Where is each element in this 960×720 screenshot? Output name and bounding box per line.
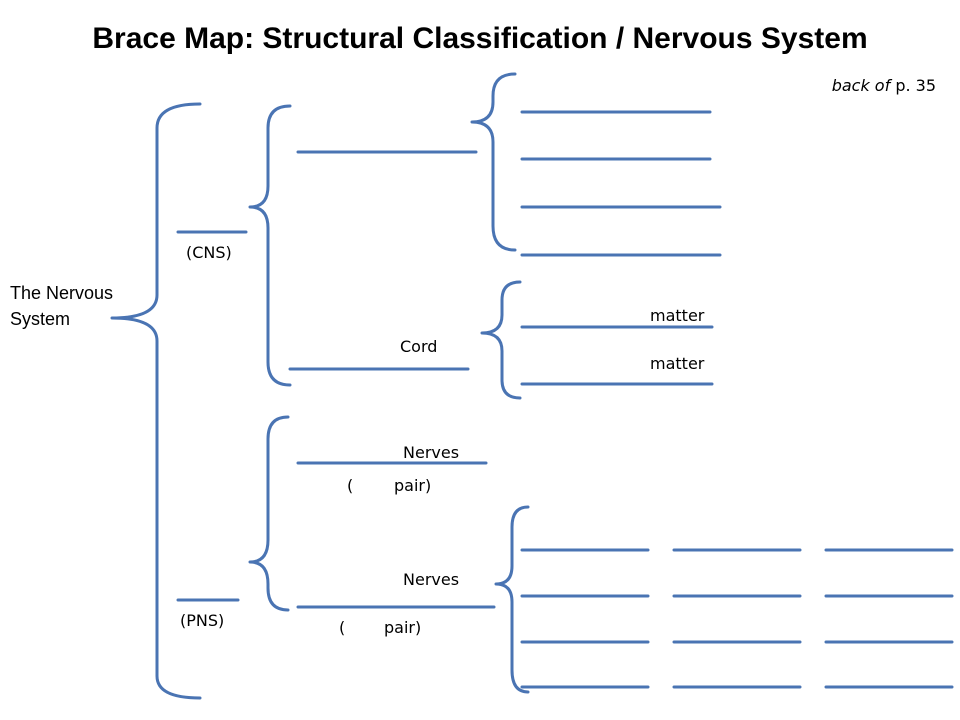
spinal-pair-open: ( — [339, 618, 346, 637]
page-reference-page: p. 35 — [895, 76, 936, 95]
cranial-pair-open: ( — [347, 476, 354, 495]
cns-brace — [248, 104, 292, 387]
cranial-pair-close: pair) — [394, 476, 432, 495]
cranial-nerves-label: Nerves — [403, 443, 460, 462]
spinal-pair-close: pair) — [384, 618, 422, 637]
pns-label: (PNS) — [180, 611, 225, 630]
spinal-nerves-label: Nerves — [403, 570, 460, 589]
brain-parts-brace — [470, 72, 517, 252]
matter-brace — [480, 280, 522, 400]
page-reference-emphasis: back of — [831, 76, 891, 95]
root-label: The Nervous System — [10, 283, 114, 329]
cord-label: Cord — [400, 337, 438, 356]
pns-brace — [248, 415, 290, 612]
page-reference: back of p. 35 — [832, 76, 936, 95]
cns-label: (CNS) — [186, 243, 232, 262]
spinal-brace — [494, 505, 530, 694]
page-title: Brace Map: Structural Classification / N… — [92, 22, 868, 55]
matter-label-1: matter — [650, 306, 705, 325]
matter-label-2: matter — [650, 354, 705, 373]
main-brace — [110, 102, 202, 700]
